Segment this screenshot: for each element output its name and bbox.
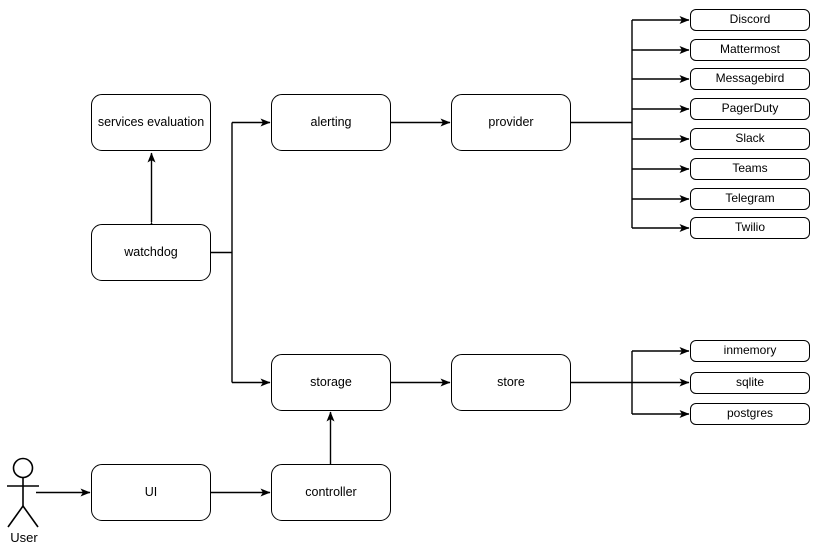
node-provider-teams[interactable]: Teams: [690, 158, 810, 180]
user-actor-figure: [7, 457, 39, 528]
node-label: Twilio: [734, 220, 765, 235]
node-watchdog[interactable]: watchdog: [91, 224, 211, 281]
node-label: alerting: [310, 114, 352, 129]
node-provider-discord[interactable]: Discord: [690, 9, 810, 31]
node-store-inmemory[interactable]: inmemory: [690, 340, 810, 362]
node-label: services evaluation: [97, 114, 205, 129]
node-label: PagerDuty: [721, 101, 779, 116]
node-label: UI: [144, 484, 158, 499]
node-provider-telegram[interactable]: Telegram: [690, 188, 810, 210]
node-label: Slack: [735, 131, 765, 146]
node-provider[interactable]: provider: [451, 94, 571, 151]
node-label: Discord: [729, 12, 771, 27]
node-label: Teams: [732, 161, 768, 176]
node-label: controller: [305, 484, 357, 499]
node-label: inmemory: [723, 343, 777, 358]
node-label: Messagebird: [715, 71, 785, 86]
node-label: provider: [488, 114, 534, 129]
node-provider-messagebird[interactable]: Messagebird: [690, 68, 810, 90]
node-alerting[interactable]: alerting: [271, 94, 391, 151]
node-label: store: [497, 374, 525, 389]
node-services-evaluation[interactable]: services evaluation: [91, 94, 211, 151]
node-storage[interactable]: storage: [271, 354, 391, 411]
node-label: storage: [310, 374, 352, 389]
node-ui[interactable]: UI: [91, 464, 211, 521]
node-label: postgres: [726, 406, 774, 421]
node-controller[interactable]: controller: [271, 464, 391, 521]
node-store[interactable]: store: [451, 354, 571, 411]
node-store-postgres[interactable]: postgres: [690, 403, 810, 425]
node-provider-twilio[interactable]: Twilio: [690, 217, 810, 239]
node-provider-mattermost[interactable]: Mattermost: [690, 39, 810, 61]
node-label: watchdog: [124, 244, 178, 259]
node-label: Telegram: [725, 191, 775, 206]
node-label: sqlite: [735, 375, 764, 390]
node-label: Mattermost: [719, 42, 780, 57]
node-store-sqlite[interactable]: sqlite: [690, 372, 810, 394]
node-provider-slack[interactable]: Slack: [690, 128, 810, 150]
node-provider-pagerduty[interactable]: PagerDuty: [690, 98, 810, 120]
user-actor-label: User: [10, 530, 38, 545]
